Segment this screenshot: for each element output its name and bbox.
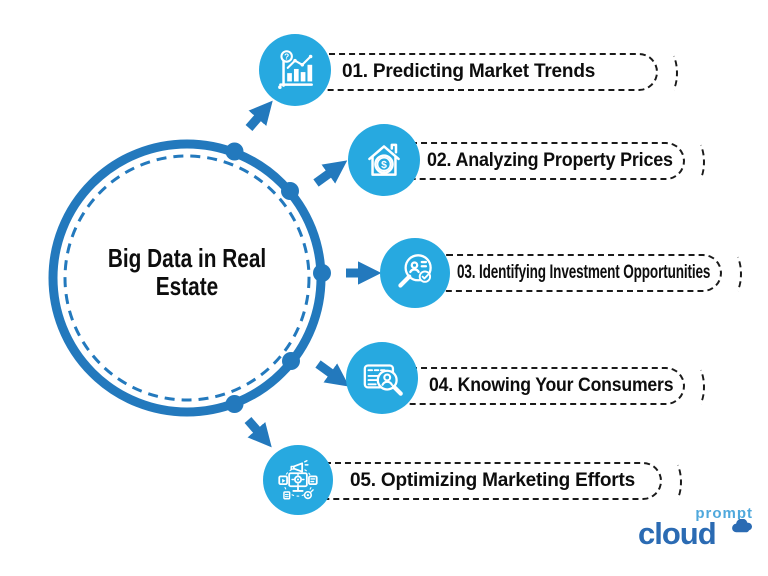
logo-word-cloud: cloud [638, 516, 717, 551]
digital-marketing-icon [263, 445, 333, 515]
cloud-icon [730, 519, 754, 534]
item-label-1: 01. Predicting Market Trends [342, 61, 596, 82]
arrow-item-2 [313, 160, 348, 187]
anchor-dot [225, 395, 244, 413]
svg-text:$: $ [381, 160, 387, 171]
central-circle-dashed-ring [63, 154, 311, 402]
pill-echo-arc [665, 461, 682, 503]
item-label-4: 04. Knowing Your Consumers [429, 375, 674, 396]
item-label-2: 02. Analyzing Property Prices [427, 150, 673, 171]
pill-echo-arc [688, 366, 705, 408]
item-pill-3: 03. Identifying Investment Opportunities [428, 254, 722, 292]
arrow-item-1 [245, 100, 273, 131]
svg-text:?: ? [284, 52, 289, 62]
arrow-item-4 [315, 360, 350, 387]
house-dollar-icon: $ [348, 124, 420, 196]
anchor-dot [281, 182, 299, 200]
item-label-5: 05. Optimizing Marketing Efforts [350, 470, 635, 491]
promptcloud-logo: prompt cloud [638, 505, 756, 561]
document-person-magnifier-icon [346, 342, 418, 414]
logo-word-prompt: prompt [695, 505, 753, 522]
connector-arrows [244, 100, 382, 448]
anchor-dot [282, 352, 300, 370]
item-pill-4: 04. Knowing Your Consumers [392, 367, 685, 405]
pill-echo-arc [725, 253, 742, 295]
item-label-3: 03. Identifying Investment Opportunities [457, 262, 711, 283]
arrow-item-5 [244, 417, 272, 448]
item-pill-2: 02. Analyzing Property Prices [392, 142, 685, 180]
central-title: Big Data in Real Estate [107, 243, 267, 302]
central-circle [48, 139, 331, 417]
anchor-dot [313, 264, 331, 282]
anchor-dot [225, 142, 244, 161]
pill-echo-arc [661, 52, 678, 94]
market-trends-chart-icon: ? [259, 34, 331, 106]
item-pill-5: 05. Optimizing Marketing Efforts [306, 462, 662, 500]
item-pill-1: 01. Predicting Market Trends [300, 53, 658, 91]
pill-echo-arc [688, 141, 705, 183]
magnifier-profile-check-icon [380, 238, 450, 308]
